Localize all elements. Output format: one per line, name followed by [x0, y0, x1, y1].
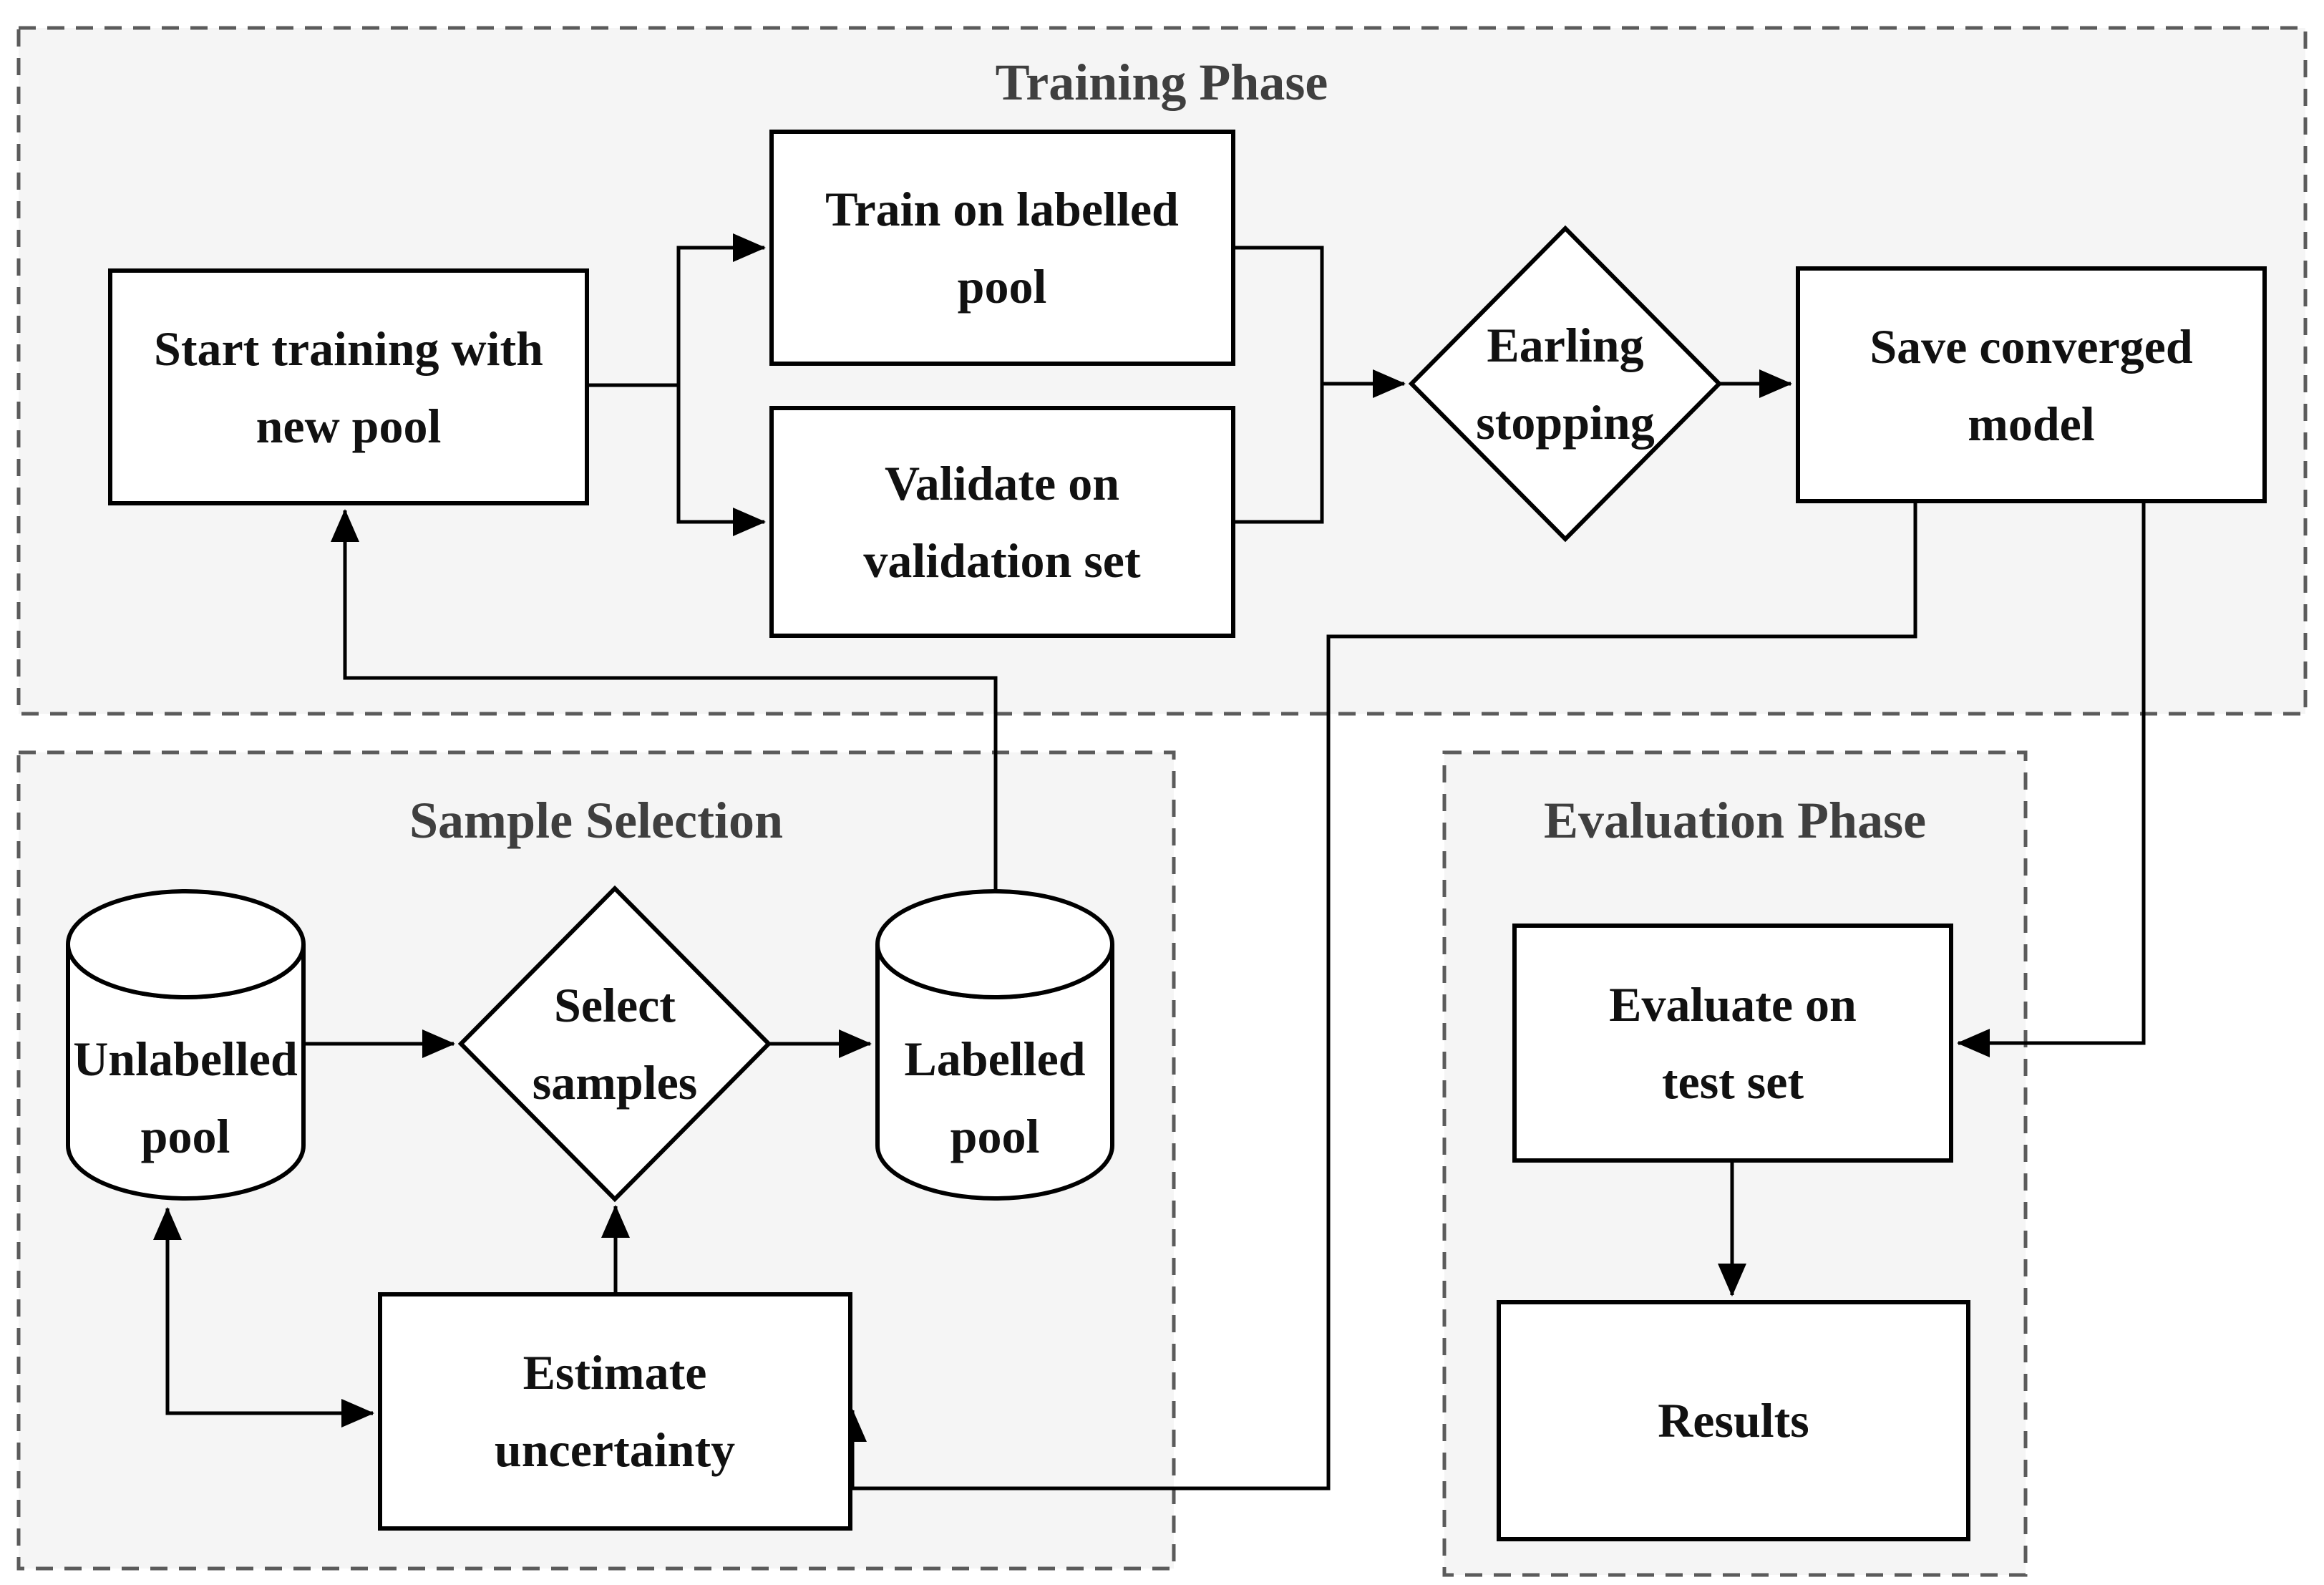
early-stopping-label-line2: stopping: [1476, 395, 1654, 450]
unlabelled-pool-cylinder: [66, 889, 306, 1201]
save-model-box: [1796, 266, 2267, 503]
select-samples-diamond: [457, 885, 772, 1203]
evaluate-test-box: [1512, 924, 1953, 1163]
labelled-pool-top: [875, 889, 1114, 999]
edge-unlabelled-estimate-loop: [153, 1207, 374, 1428]
train-on-labelled-box: [769, 130, 1235, 366]
start-training-label-line2: new pool: [256, 399, 442, 453]
labelled-pool-label-line2: pool: [950, 1109, 1040, 1163]
labelled-pool-label-line1: Labelled: [904, 1032, 1085, 1086]
labelled-pool-cylinder: [875, 889, 1114, 1201]
select-samples-label-line1: Select: [554, 978, 676, 1032]
estimate-uncertainty-label-line2: uncertainty: [495, 1422, 735, 1477]
estimate-uncertainty-box: [378, 1292, 852, 1531]
edge-bracket-to-validate: [676, 385, 766, 536]
unlabelled-pool-label-line1: Unlabelled: [73, 1032, 298, 1086]
train-on-labelled-label-line2: pool: [958, 259, 1047, 314]
early-stopping-label-line1: Earling: [1487, 318, 1643, 372]
unlabelled-pool-label-line2: pool: [141, 1109, 230, 1163]
evaluate-test-label-line2: test set: [1662, 1055, 1804, 1109]
start-training-label-line1: Start training with: [154, 321, 543, 376]
train-on-labelled-label-line1: Train on labelled: [825, 182, 1179, 236]
edge-save-to-evaluate: [1957, 501, 2146, 1057]
edge-bracket-to-train: [676, 233, 766, 385]
unlabelled-pool-top: [66, 889, 306, 999]
training-phase-title: Training Phase: [996, 54, 1328, 111]
estimate-uncertainty-label-line1: Estimate: [523, 1345, 707, 1400]
start-training-box: [108, 268, 589, 505]
validate-label-line1: Validate on: [885, 456, 1119, 510]
edge-labelled-pool-to-start: [331, 509, 998, 890]
select-samples-label-line2: samples: [533, 1055, 697, 1110]
validate-label-line2: validation set: [863, 533, 1141, 588]
results-box: [1497, 1300, 1970, 1541]
save-model-label-line1: Save converged: [1870, 319, 2193, 374]
save-model-label-line2: model: [1968, 397, 2095, 451]
evaluate-test-label-line1: Evaluate on: [1609, 977, 1857, 1032]
results-label: Results: [1658, 1393, 1809, 1448]
evaluation-phase-title: Evaluation Phase: [1544, 792, 1926, 849]
early-stopping-diamond: [1408, 225, 1723, 543]
validate-box: [769, 406, 1235, 638]
sample-selection-title: Sample Selection: [409, 792, 783, 849]
